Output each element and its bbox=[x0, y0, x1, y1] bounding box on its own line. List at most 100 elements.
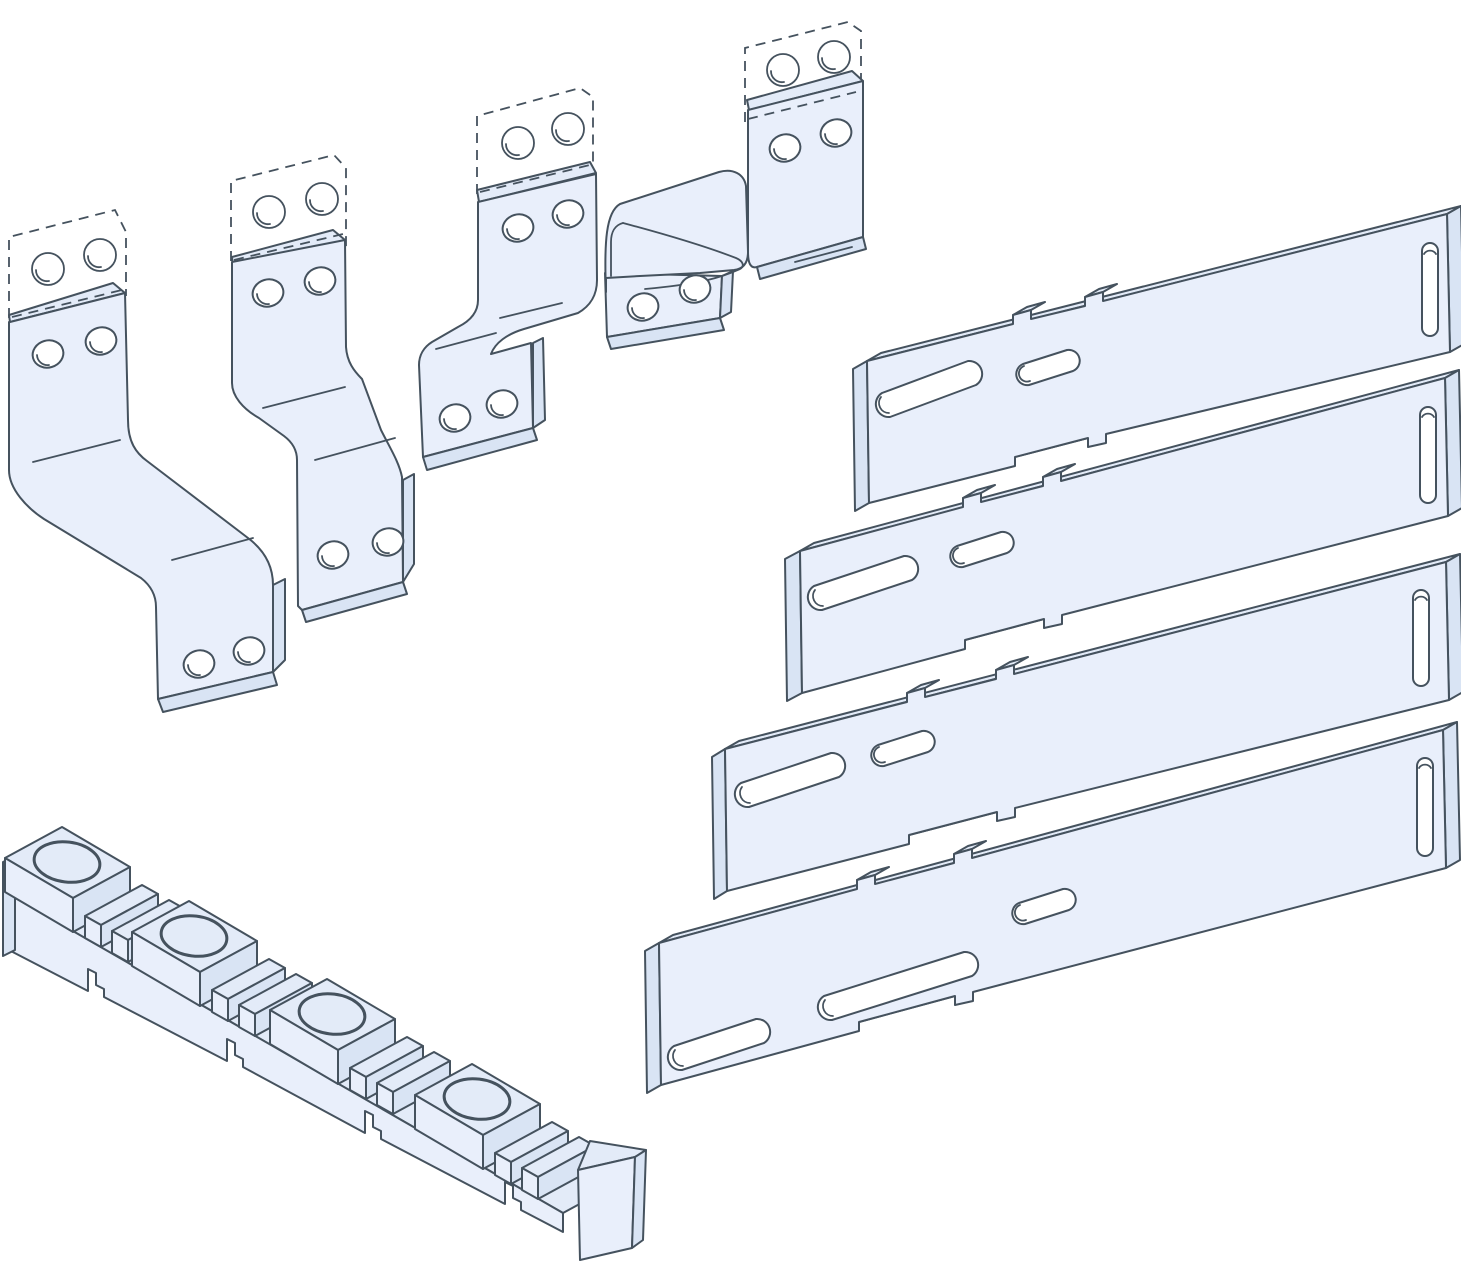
fixing-hole bbox=[819, 118, 853, 148]
fixing-hole bbox=[626, 292, 660, 322]
slot-inner-edge bbox=[739, 786, 751, 804]
connection-strap-1 bbox=[8, 208, 286, 713]
mounting-hole-chamfer bbox=[256, 212, 271, 226]
link-bar-3 bbox=[711, 553, 1461, 900]
strap-bottom-edge-face bbox=[157, 671, 278, 713]
strap-side-edge-face bbox=[719, 270, 734, 319]
dashed-overlap-line bbox=[479, 164, 591, 193]
bend-crease-line bbox=[32, 439, 254, 561]
slot-inner-edge bbox=[672, 1049, 684, 1067]
mounting-position-dashed-outline bbox=[8, 208, 127, 318]
mounting-position-dashed-outline bbox=[230, 153, 347, 261]
bend-crease-line bbox=[435, 302, 563, 350]
oblong-slot bbox=[733, 751, 847, 809]
dashed-overlap-line bbox=[233, 233, 344, 261]
mounting-hole bbox=[551, 112, 585, 146]
link-bar-4 bbox=[644, 721, 1461, 1094]
link-bar-1 bbox=[852, 205, 1461, 512]
round-recess bbox=[32, 840, 102, 884]
mounting-hole bbox=[252, 195, 286, 229]
fixing-hole-chamfer bbox=[631, 307, 645, 319]
mounting-hole-chamfer bbox=[555, 129, 570, 143]
end-block-front-face bbox=[577, 1156, 636, 1261]
mounting-hole bbox=[501, 126, 535, 160]
oblong-slot bbox=[666, 1017, 772, 1072]
oval-slot bbox=[870, 729, 936, 768]
oval-slot bbox=[1015, 348, 1081, 387]
fixing-hole bbox=[182, 649, 216, 679]
fixing-hole-chamfer bbox=[187, 664, 201, 676]
oblong-slot bbox=[874, 359, 984, 419]
slot-inner-edge bbox=[1018, 365, 1031, 383]
mounting-hole bbox=[83, 238, 117, 272]
slot-inner-edge bbox=[878, 396, 890, 414]
mounting-hole bbox=[817, 40, 851, 74]
bend-crease-line bbox=[794, 246, 853, 263]
fixing-hole bbox=[501, 213, 535, 243]
end-slot bbox=[1419, 406, 1437, 504]
end-slot bbox=[1421, 242, 1439, 337]
bar-front-face bbox=[724, 561, 1450, 892]
fixing-hole bbox=[485, 389, 519, 419]
round-recess bbox=[297, 992, 367, 1036]
fixing-hole bbox=[551, 199, 585, 229]
strap-side-edge-face bbox=[402, 473, 415, 583]
strap-bottom-edge-face bbox=[301, 581, 408, 623]
slot-inner-edge bbox=[822, 999, 834, 1017]
mounting-hole bbox=[305, 182, 339, 216]
mounting-position-dashed-outline bbox=[476, 87, 594, 194]
fixing-hole-chamfer bbox=[89, 341, 103, 353]
round-recess bbox=[159, 914, 229, 958]
fixing-hole bbox=[768, 133, 802, 163]
end-block-side-face bbox=[631, 1149, 647, 1249]
slot-inner-edge bbox=[873, 746, 886, 764]
mounting-hole-chamfer bbox=[821, 57, 836, 71]
connection-strap-4 bbox=[604, 21, 867, 350]
slot-inner-edge bbox=[812, 589, 824, 607]
fixing-hole bbox=[251, 278, 285, 308]
round-recess bbox=[442, 1077, 512, 1121]
slot-inner-edge bbox=[1423, 249, 1437, 255]
bar-front-face bbox=[866, 213, 1451, 504]
strap-bottom-edge-face bbox=[422, 427, 538, 471]
fixing-hole-chamfer bbox=[308, 281, 322, 293]
slot-inner-edge bbox=[1418, 763, 1432, 769]
mounting-hole-chamfer bbox=[87, 255, 102, 269]
fixing-hole-chamfer bbox=[556, 214, 570, 226]
end-slot bbox=[1416, 757, 1434, 857]
fixing-hole bbox=[678, 274, 712, 304]
fixing-hole-chamfer bbox=[443, 418, 457, 430]
oval-slot bbox=[1011, 887, 1077, 926]
support-comb bbox=[2, 826, 647, 1261]
mounting-hole bbox=[31, 252, 65, 286]
strap-bottom-edge-face bbox=[606, 317, 725, 350]
mounting-hole-chamfer bbox=[35, 269, 50, 283]
fixing-hole bbox=[303, 266, 337, 296]
slot-inner-edge bbox=[1421, 412, 1435, 418]
bar-front-face bbox=[799, 377, 1449, 694]
dashed-overlap-line bbox=[11, 289, 123, 318]
fixing-hole-chamfer bbox=[506, 228, 520, 240]
dashed-overlap-line bbox=[747, 91, 857, 120]
oblong-slot bbox=[806, 554, 920, 612]
fixing-hole-chamfer bbox=[824, 133, 838, 145]
fixing-hole-chamfer bbox=[683, 289, 697, 301]
link-bar-2 bbox=[784, 369, 1461, 702]
strap-side-edge-face bbox=[532, 337, 546, 429]
end-slot bbox=[1412, 589, 1430, 687]
fixing-hole-chamfer bbox=[321, 555, 335, 567]
mounting-hole-chamfer bbox=[309, 199, 324, 213]
comb-base-front-face bbox=[4, 891, 564, 1233]
slot-inner-edge bbox=[1014, 904, 1027, 922]
mounting-hole-chamfer bbox=[770, 70, 785, 84]
oblong-slot bbox=[816, 950, 980, 1022]
fixing-hole bbox=[232, 636, 266, 666]
mounting-hole-chamfer bbox=[505, 143, 520, 157]
strap-side-edge-face bbox=[272, 578, 286, 673]
fixing-hole-chamfer bbox=[376, 542, 390, 554]
connection-strap-3 bbox=[418, 87, 598, 471]
strap-top-face bbox=[476, 161, 597, 203]
fixing-hole bbox=[31, 339, 65, 369]
